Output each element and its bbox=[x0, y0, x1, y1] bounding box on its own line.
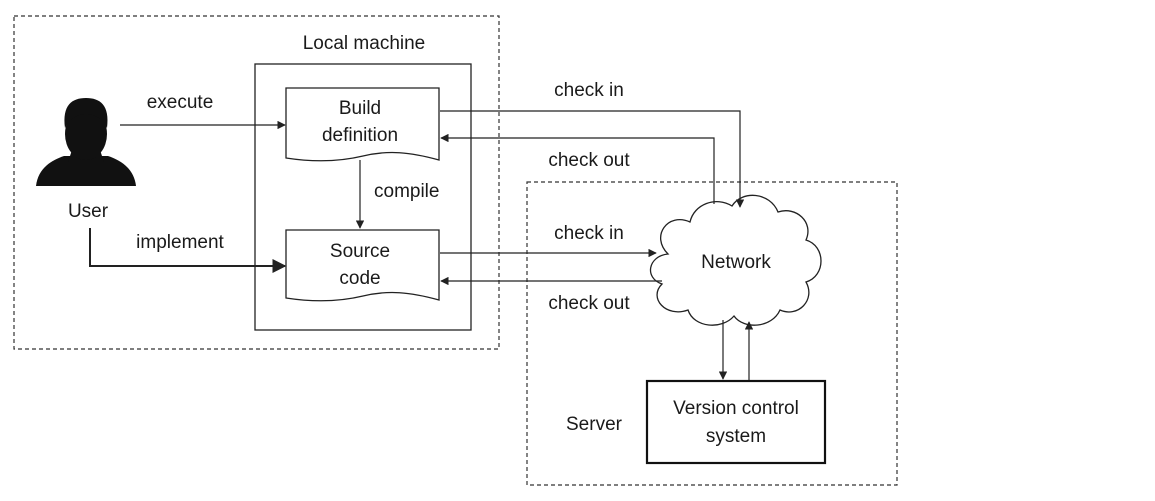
source-code-label-line1: Source bbox=[330, 241, 390, 262]
implement-label: implement bbox=[136, 232, 224, 253]
execute-label: execute bbox=[147, 92, 214, 113]
source-code-node bbox=[285, 229, 440, 302]
source-check-out-label: check out bbox=[548, 293, 630, 314]
local-environment-region bbox=[13, 15, 500, 350]
build-definition-label-line2: definition bbox=[322, 125, 398, 146]
network-node bbox=[650, 194, 822, 326]
build-check-out-edge bbox=[440, 133, 715, 204]
build-definition-label-line1: Build bbox=[339, 98, 381, 119]
build-definition-node bbox=[285, 87, 440, 162]
local-machine-label: Local machine bbox=[303, 33, 426, 54]
user-label: User bbox=[68, 201, 109, 222]
source-check-in-label: check in bbox=[554, 223, 624, 244]
version-control-system-node bbox=[645, 379, 827, 465]
implement-edge bbox=[89, 228, 287, 273]
person-silhouette-icon bbox=[36, 98, 136, 186]
compile-label: compile bbox=[374, 181, 439, 202]
source-code-label-line2: code bbox=[339, 268, 380, 289]
server-region bbox=[526, 181, 898, 486]
vcs-label-line1: Version control bbox=[673, 398, 799, 419]
server-label: Server bbox=[566, 414, 623, 435]
build-check-in-edge bbox=[440, 110, 745, 208]
build-check-in-label: check in bbox=[554, 80, 624, 101]
vcs-label-line2: system bbox=[706, 426, 766, 447]
network-label: Network bbox=[701, 252, 771, 273]
build-check-out-label: check out bbox=[548, 150, 630, 171]
